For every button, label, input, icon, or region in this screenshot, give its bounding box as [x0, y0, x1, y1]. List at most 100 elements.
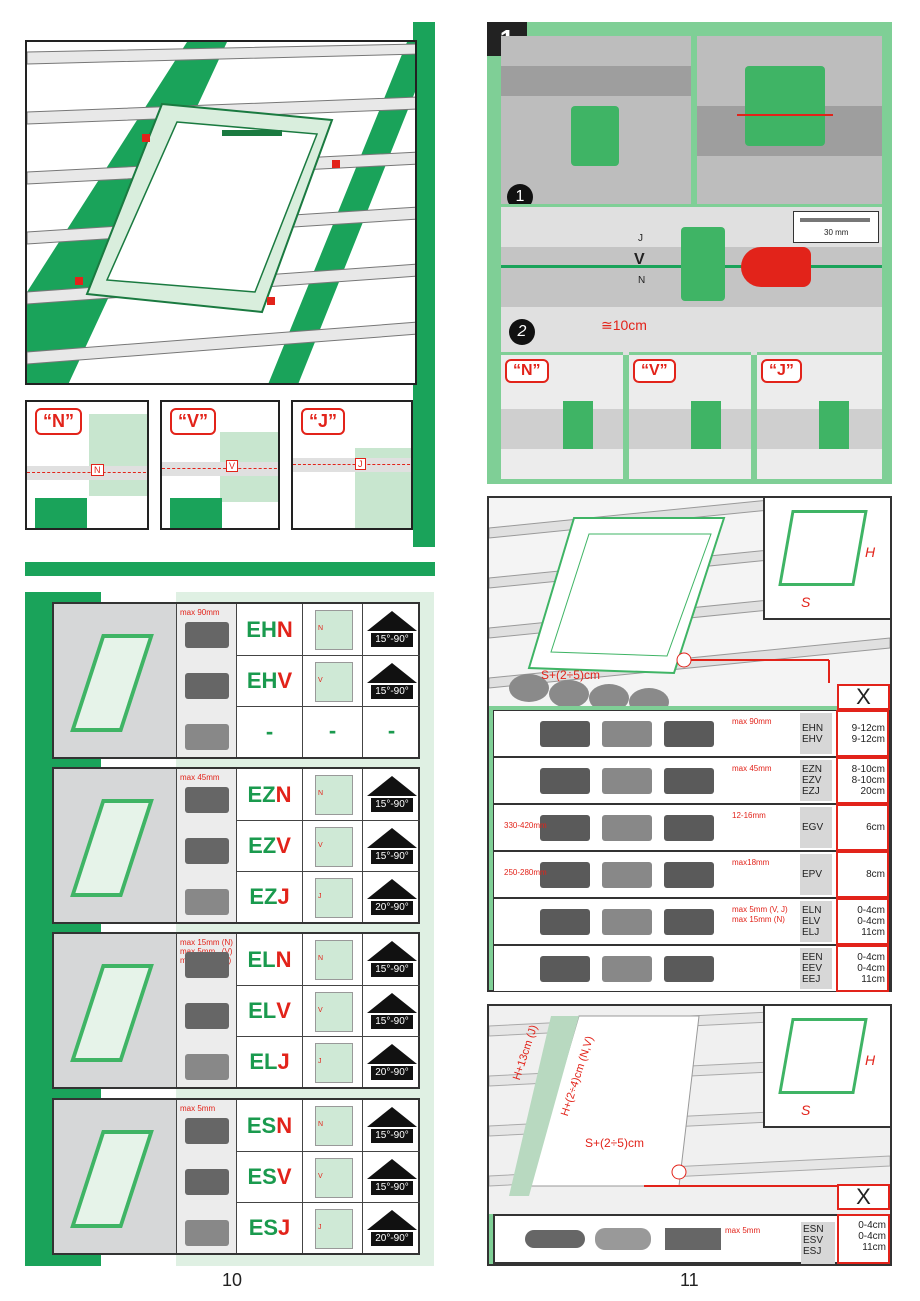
profile-drawing: V — [315, 662, 353, 702]
detail-v-badge: “V” — [170, 408, 217, 435]
profile-tag: V — [318, 1173, 323, 1180]
thickness-limit: max 5mm — [180, 1104, 216, 1113]
flashing-kit-drawing — [70, 964, 154, 1062]
step2-code: EEJ — [802, 974, 821, 985]
step1-bracket-a — [571, 106, 619, 166]
step1-variant-j: “J” — [757, 352, 882, 479]
step2-limit: 12-16mm — [732, 811, 766, 820]
step3-inset: H S — [763, 1006, 890, 1128]
step3-x-label: X — [856, 1184, 871, 1209]
flashing-code: EZ — [249, 884, 278, 909]
step2-code: EPV — [802, 869, 823, 880]
flashing-code-suffix: N — [275, 781, 292, 807]
roof-shape — [367, 611, 417, 631]
roof-pitch-icon: 15°-90° — [367, 776, 417, 812]
flashing-code-suffix: J — [277, 884, 290, 909]
roof-material-icon — [602, 862, 652, 888]
flashing-code: EL — [249, 1049, 278, 1074]
roof-pitch-icon: 15°-90° — [367, 1107, 417, 1143]
roof-pitch-cell: 15°-90° — [362, 604, 420, 655]
roof-material-icon — [540, 909, 590, 935]
step3-material-shingle — [595, 1228, 651, 1250]
flashing-code-suffix: N — [275, 946, 292, 972]
step2-illustration: S+(2÷5)cm H S — [489, 498, 890, 706]
step2-inset-s: S — [801, 594, 811, 610]
detail-v-panel: “V” V — [160, 400, 280, 530]
roof-pitch-icon: 15°-90° — [367, 663, 417, 699]
screwdriver-icon — [741, 247, 811, 287]
detail-v-tag: V — [226, 460, 239, 472]
roof-pitch-range: 15°-90° — [371, 633, 413, 647]
step2-limit: 330-420mm — [504, 821, 547, 830]
step1-letter-v: V — [634, 251, 645, 268]
step3-panel: H+13cm (J) H+(2÷4)cm (N,V) S+(2÷5)cm H S… — [487, 1004, 892, 1266]
roof-material-icon — [602, 909, 652, 935]
roof-material-icon — [540, 862, 590, 888]
roof-material-icon — [664, 721, 714, 747]
step2-value: 8cm — [866, 869, 885, 880]
step2-value: 6cm — [866, 822, 885, 833]
step1-photo-c: J V N 30 mm ≅10cm 2 — [501, 204, 882, 355]
roof-pitch-cell: - — [362, 706, 420, 757]
step1-variant-n-bracket — [563, 401, 593, 449]
profile-cell: N — [302, 769, 362, 820]
profile-drawing: N — [315, 1106, 353, 1146]
left-page-separator — [25, 562, 435, 576]
step2-limit: max18mm — [732, 858, 770, 867]
step3-inset-window — [778, 1018, 868, 1094]
flashing-kit-drawing — [70, 1130, 154, 1228]
step2-codes: EPV — [800, 854, 832, 895]
profile-tag: N — [318, 955, 324, 962]
profile-tag: N — [318, 1121, 324, 1128]
step3-code-1: ESV — [803, 1235, 824, 1246]
step1-panel: 1 1 J V N 30 mm ≅10cm 2 “N — [487, 22, 892, 484]
roof-shape — [367, 828, 417, 848]
step2-value: 20cm — [860, 786, 885, 797]
detail-n-panel: “N” N — [25, 400, 149, 530]
roof-pitch-icon: 15°-90° — [367, 611, 417, 647]
profile-tag: V — [318, 1007, 323, 1014]
roof-pitch-icon: 15°-90° — [367, 993, 417, 1029]
profile-tag: J — [318, 1224, 322, 1231]
detail-n-tag: N — [91, 464, 104, 476]
profile-drawing: N — [315, 610, 353, 650]
step1-letter-j: J — [638, 233, 643, 244]
profile-tag: V — [318, 842, 323, 849]
roof-shape — [367, 993, 417, 1013]
step2-value: 11cm — [861, 974, 885, 985]
roof-tile-icon — [185, 673, 229, 699]
roof-material-icon — [664, 815, 714, 841]
roof-pitch-cell: 15°-90° — [362, 934, 420, 985]
step3-material-roll — [525, 1230, 585, 1248]
roof-pitch-cell: 15°-90° — [362, 1151, 420, 1202]
flashing-code-cell: - — [236, 706, 302, 757]
profile-drawing: N — [315, 775, 353, 815]
flashing-code: EL — [247, 946, 276, 972]
flashing-code: ES — [248, 1215, 279, 1240]
roof-tile-icon — [185, 1169, 229, 1195]
step2-value: 9-12cm — [851, 722, 885, 734]
step2-limit: max 45mm — [732, 764, 772, 773]
step2-values: 8cm — [836, 851, 889, 898]
profile-cell: - — [302, 706, 362, 757]
step1-bracket-b — [745, 66, 825, 146]
thickness-limit: max 15mm (N) — [180, 938, 233, 947]
step2-value: 9-12cm — [851, 733, 885, 745]
step3-value-0: 0-4cm — [858, 1220, 886, 1231]
profile-tag: J — [318, 1058, 322, 1065]
step3-x-header: X — [837, 1184, 890, 1210]
flashing-code-suffix: N — [276, 616, 293, 642]
step2-values: 6cm — [836, 804, 889, 851]
thickness-limit: max 90mm — [180, 608, 220, 617]
roof-shape — [367, 1159, 417, 1179]
